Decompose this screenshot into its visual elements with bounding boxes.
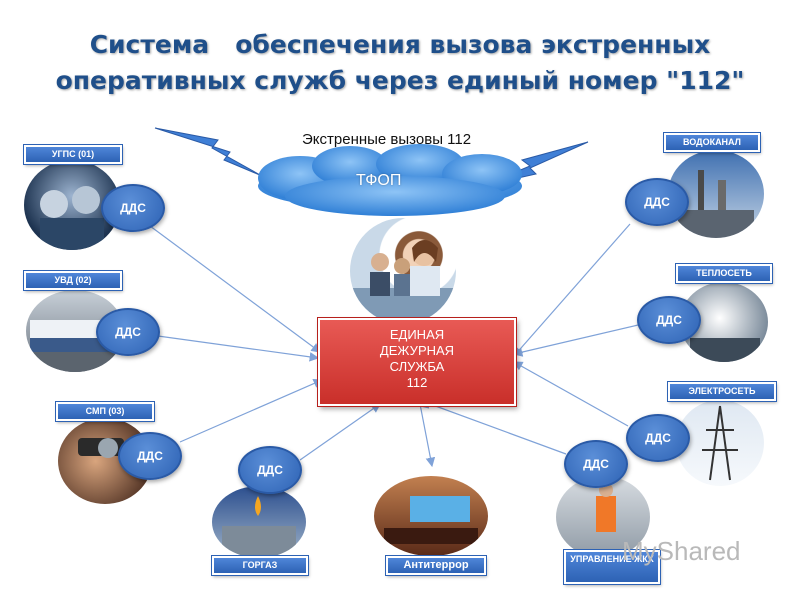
lightning-bolt-left [154,127,263,177]
control-room-photo [374,476,488,556]
dds-vodokanal[interactable]: ДДС [625,178,689,226]
utility-worker-photo [556,476,650,558]
dds-ugps[interactable]: ДДС [101,184,165,232]
tag-vodokanal[interactable]: ВОДОКАНАЛ [664,133,760,152]
dds-teploset[interactable]: ДДС [637,296,701,344]
police-cars-photo [26,290,124,372]
tag-gorgaz[interactable]: ГОРГАЗ [212,556,308,575]
tag-uvd[interactable]: УВД (02) [24,271,122,290]
tag-zhkh[interactable]: УПРАВЛЕНИЕ ЖКХ [564,550,660,584]
tag-teploset[interactable]: ТЕПЛОСЕТЬ [676,264,772,283]
tag-smp[interactable]: СМП (03) [56,402,154,421]
cloud-label: ТФОП [356,172,402,189]
slide-title: Система обеспечения вызова экстренных [0,28,800,62]
title-line1-rest: обеспечения вызова экстренных [235,30,711,59]
dds-zhkh[interactable]: ДДС [564,440,628,488]
gas-facility-photo [212,486,306,558]
dds-smp[interactable]: ДДС [118,432,182,480]
operator-figures [350,240,456,324]
dds-gorgaz[interactable]: ДДС [238,446,302,494]
center-line3: СЛУЖБА [389,359,445,374]
watermark-text: MyShared [622,536,741,566]
tag-elektroset[interactable]: ЭЛЕКТРОСЕТЬ [668,382,776,401]
tag-antiterror[interactable]: Антитеррор [386,556,486,575]
slide-title-line2: оперативных служб через единый номер "11… [55,66,745,95]
operators-photo [350,218,456,324]
center-line1: ЕДИНАЯ [389,327,445,342]
emergency-calls-label: Экстренные вызовы 112 [302,131,472,148]
tag-ugps[interactable]: УГПС (01) [24,145,122,164]
power-line-photo [676,400,764,486]
dds-elektroset[interactable]: ДДС [626,414,690,462]
center-line4: 112 [406,375,428,390]
cloud-tfop [258,144,522,216]
center-line2: ДЕЖУРНАЯ [379,343,455,358]
dds-uvd[interactable]: ДДС [96,308,160,356]
watermark-logo: MyShared [622,536,741,567]
title-line1-word: Система [89,30,210,59]
unified-duty-service-box[interactable]: ЕДИНАЯ ДЕЖУРНАЯ СЛУЖБА 112 [318,318,516,406]
